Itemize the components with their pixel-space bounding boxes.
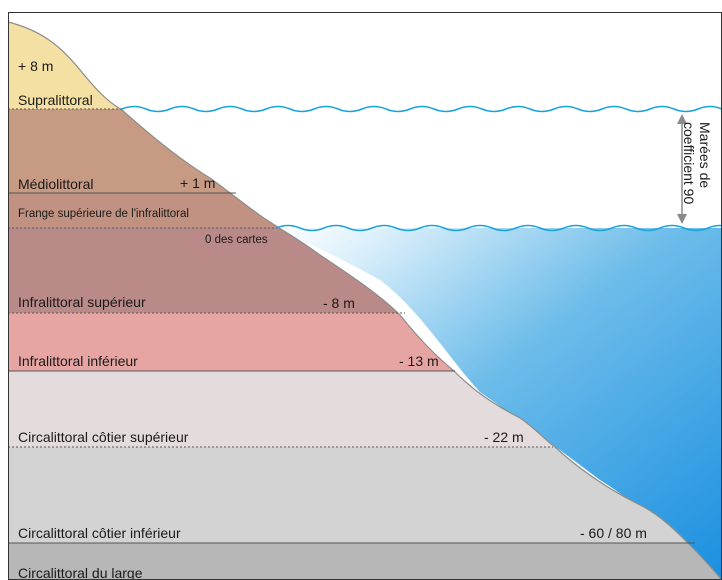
zone-label-circa-sup: Circalittoral côtier supérieur xyxy=(18,429,189,445)
zone-label-infra-inf: Infralittoral inférieur xyxy=(18,353,138,369)
zone-band-supralittoral xyxy=(8,22,722,109)
depth-label-infra-inf: - 13 m xyxy=(399,353,439,369)
depth-label-medio: + 1 m xyxy=(180,175,215,191)
tide-label-line1: Marées de xyxy=(697,122,713,188)
tide-arrow-head-down xyxy=(677,214,687,224)
zone-label-infra-sup: Infralittoral supérieur xyxy=(18,294,146,310)
zone-label-frange: Frange supérieure de l'infralittoral xyxy=(18,208,189,220)
high-tide-wave xyxy=(121,105,722,113)
zone-label-supralittoral: Supralittoral xyxy=(18,92,93,108)
depth-label-chart-zero: 0 des cartes xyxy=(205,234,268,246)
zone-band-circa-large xyxy=(8,543,722,580)
zone-label-mediolittoral: Médiolittoral xyxy=(18,176,93,192)
sea xyxy=(270,228,722,580)
zone-label-circa-large: Circalittoral du large xyxy=(18,565,143,580)
low-tide-wave xyxy=(275,224,722,232)
zone-label-circa-inf: Circalittoral côtier inférieur xyxy=(18,525,181,541)
tide-arrow-head-up xyxy=(677,114,687,124)
depth-label-infra-sup: - 8 m xyxy=(323,295,355,311)
zone-band-mediolittoral xyxy=(8,109,722,193)
depth-label-circa-sup: - 22 m xyxy=(484,429,524,445)
tide-label-group: Marées de coefficient 90 xyxy=(681,122,713,204)
depth-label-circa-inf: - 60 / 80 m xyxy=(580,525,647,541)
tide-label-line2: coefficient 90 xyxy=(681,122,697,204)
depth-label-top: + 8 m xyxy=(18,58,53,74)
coastline xyxy=(7,21,722,580)
